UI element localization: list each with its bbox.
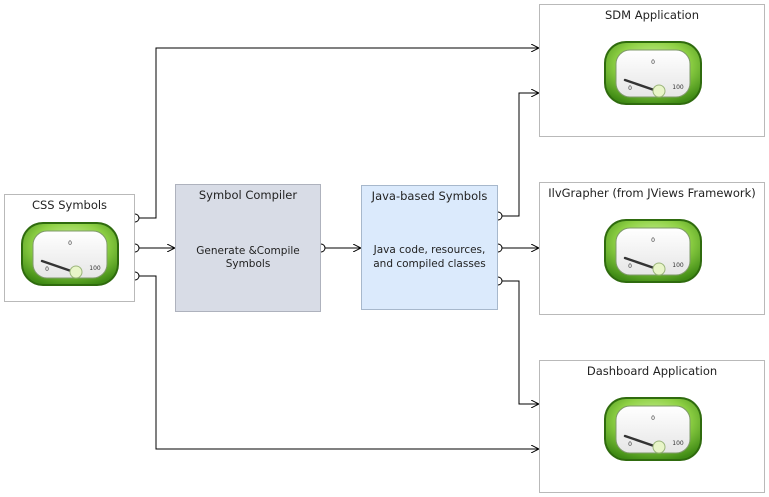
gauge-mid-label: 0: [68, 240, 72, 247]
node-body-line: Symbols: [225, 258, 271, 270]
gauge-icon: 0 0 100: [603, 396, 703, 462]
node-body-line: and compiled classes: [373, 258, 486, 270]
gauge-max-label: 100: [672, 440, 684, 447]
node-title: Java-based Symbols: [371, 189, 488, 203]
edge-java-to-dashboard: [502, 280, 538, 404]
node-symbol-compiler[interactable]: Symbol Compiler Generate &Compile Symbol…: [175, 184, 321, 312]
node-title: SDM Application: [605, 8, 699, 22]
gauge-icon: 0 0 100: [20, 221, 120, 287]
node-sdm-application[interactable]: SDM Application 0 0 100: [539, 4, 765, 137]
gauge-icon: 0 0 100: [603, 40, 703, 106]
gauge-max-label: 100: [672, 84, 684, 91]
node-title: Dashboard Application: [586, 364, 718, 378]
edge-java-to-sdm: [502, 93, 538, 217]
gauge-mid-label: 0: [651, 59, 655, 66]
node-body-line: Java code, resources,: [373, 244, 486, 256]
node-title: IlvGrapher (from JViews Framework): [548, 186, 756, 200]
gauge-max-label: 100: [89, 265, 101, 272]
node-ilvgrapher[interactable]: IlvGrapher (from JViews Framework) 0 0 1…: [539, 182, 765, 315]
node-css-symbols[interactable]: CSS Symbols 0 0 100: [4, 194, 135, 302]
gauge-icon: 0 0 100: [603, 218, 703, 284]
edge-css-to-dashboard: [139, 275, 538, 449]
gauge-min-label: 0: [628, 263, 632, 270]
gauge-min-label: 0: [45, 266, 49, 273]
node-body-line: Generate &Compile: [196, 245, 300, 257]
gauge-min-label: 0: [628, 441, 632, 448]
gauge-mid-label: 0: [651, 237, 655, 244]
gauge-max-label: 100: [672, 262, 684, 269]
edge-css-to-sdm: [139, 48, 538, 219]
node-title: Symbol Compiler: [198, 188, 298, 202]
gauge-mid-label: 0: [651, 415, 655, 422]
node-java-symbols[interactable]: Java-based Symbols Java code, resources,…: [361, 185, 498, 310]
node-dashboard-application[interactable]: Dashboard Application 0 0 100: [539, 360, 765, 493]
node-title: CSS Symbols: [31, 198, 108, 212]
gauge-min-label: 0: [628, 85, 632, 92]
